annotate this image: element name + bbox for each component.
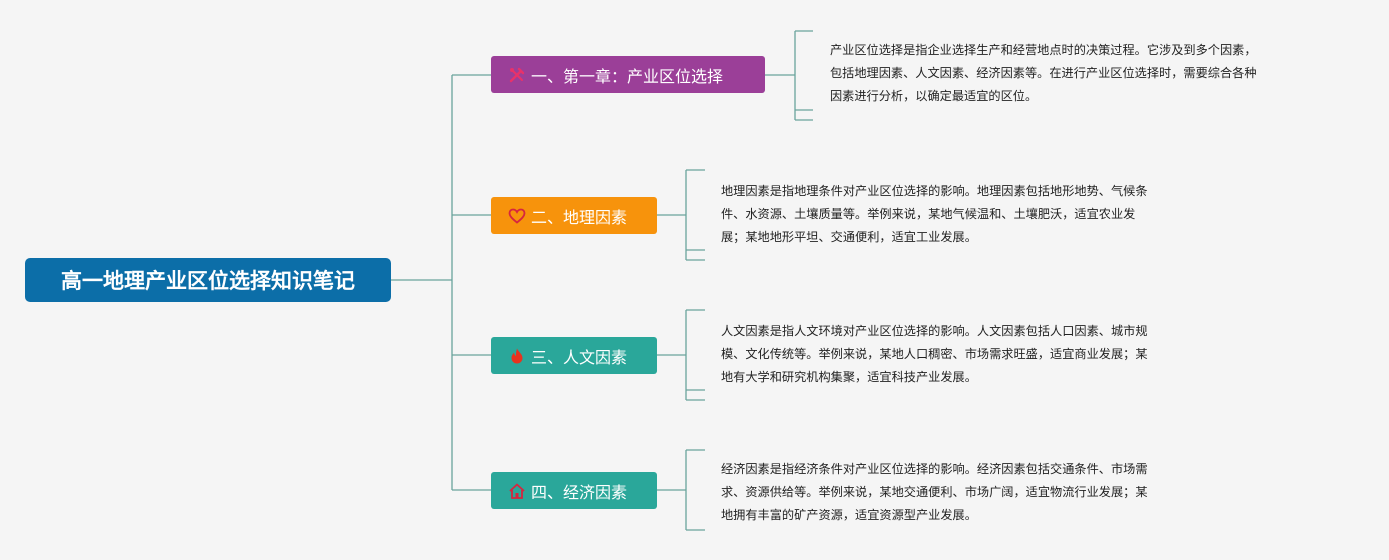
branch-note-2: 地理因素是指地理条件对产业区位选择的影响。地理因素包括地形地势、气候条 件、水资… [721, 184, 1148, 244]
branch-label-2: 二、地理因素 [531, 207, 628, 227]
root-title: 高一地理产业区位选择知识笔记 [61, 269, 355, 293]
branch-node-1[interactable]: 一、第一章：产业区位选择 [491, 56, 765, 93]
root-node[interactable]: 高一地理产业区位选择知识笔记 [25, 258, 391, 302]
note-ticks-2 [686, 169, 705, 261]
note-ticks-3 [686, 309, 705, 401]
note-ticks-4 [686, 449, 705, 531]
home-icon [507, 481, 527, 501]
branch-note-4: 经济因素是指经济条件对产业区位选择的影响。经济因素包括交通条件、市场需 求、资源… [721, 462, 1148, 522]
branch-label-1: 一、第一章：产业区位选择 [531, 66, 724, 86]
note-ticks-1 [795, 30, 813, 121]
heart-icon [507, 206, 527, 226]
branch-note-3: 人文因素是指人文环境对产业区位选择的影响。人文因素包括人口因素、城市规 模、文化… [721, 324, 1148, 384]
branch-node-2[interactable]: 二、地理因素 [491, 197, 657, 234]
fire-icon [507, 346, 527, 366]
branch-label-3: 三、人文因素 [531, 347, 628, 367]
tools-icon [507, 65, 527, 85]
branch-note-1: 产业区位选择是指企业选择生产和经营地点时的决策过程。它涉及到多个因素， 包括地理… [830, 43, 1257, 103]
branch-node-4[interactable]: 四、经济因素 [491, 472, 657, 509]
branch-node-3[interactable]: 三、人文因素 [491, 337, 657, 374]
branch-label-4: 四、经济因素 [531, 482, 628, 502]
